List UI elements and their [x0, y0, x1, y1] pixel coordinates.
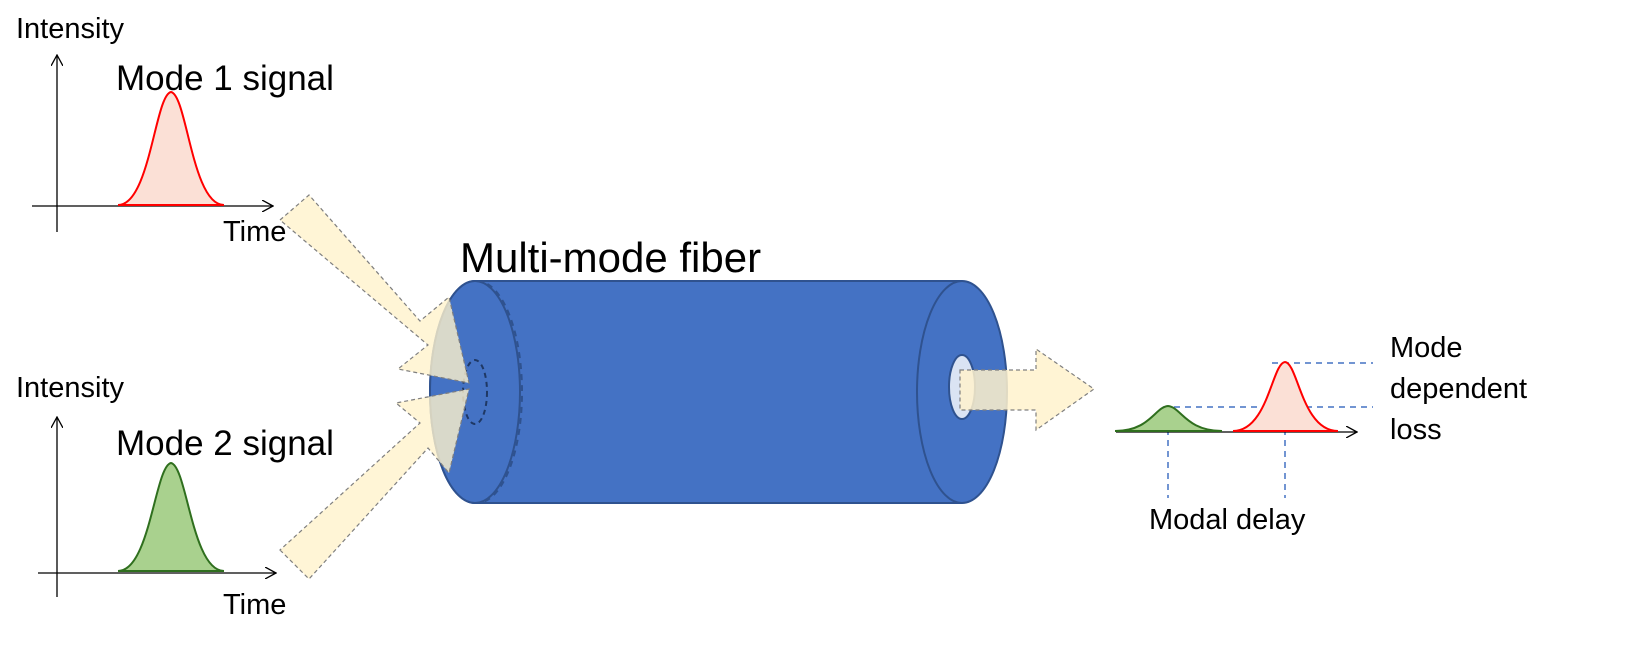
multi-mode-fiber: Multi-mode fiber — [429, 234, 1008, 504]
mode2-plot: Intensity Time Mode 2 signal — [16, 372, 334, 621]
input-arrow-mode1 — [279, 194, 470, 384]
mode1-plot: Intensity Time Mode 1 signal — [16, 13, 334, 248]
mdl-label-line2: dependent — [1390, 373, 1527, 405]
mdl-label-line1: Mode — [1390, 332, 1463, 364]
modal-delay-label: Modal delay — [1149, 504, 1306, 536]
light-arrows — [279, 194, 1096, 580]
fiber-input-dashed-edge — [476, 280, 523, 504]
mode2-signal-label: Mode 2 signal — [116, 424, 334, 463]
mode2-pulse — [117, 461, 225, 572]
output-pulse-mode2 — [1114, 404, 1223, 432]
mode1-x-axis-label: Time — [223, 216, 286, 248]
mode1-pulse — [117, 90, 225, 206]
fiber-output-edge — [916, 280, 963, 504]
mdl-label-line3: loss — [1390, 414, 1442, 446]
fiber-title: Multi-mode fiber — [460, 234, 761, 281]
mode2-y-axis-label: Intensity — [16, 372, 124, 404]
mode2-x-axis-label: Time — [223, 589, 286, 621]
mode1-y-axis-label: Intensity — [16, 13, 124, 45]
mode1-signal-label: Mode 1 signal — [116, 59, 334, 98]
output-plot: Mode dependent loss Modal delay — [1114, 332, 1527, 536]
input-arrow-mode2 — [279, 388, 470, 580]
output-pulse-mode1 — [1232, 360, 1339, 432]
output-arrow — [959, 347, 1096, 432]
